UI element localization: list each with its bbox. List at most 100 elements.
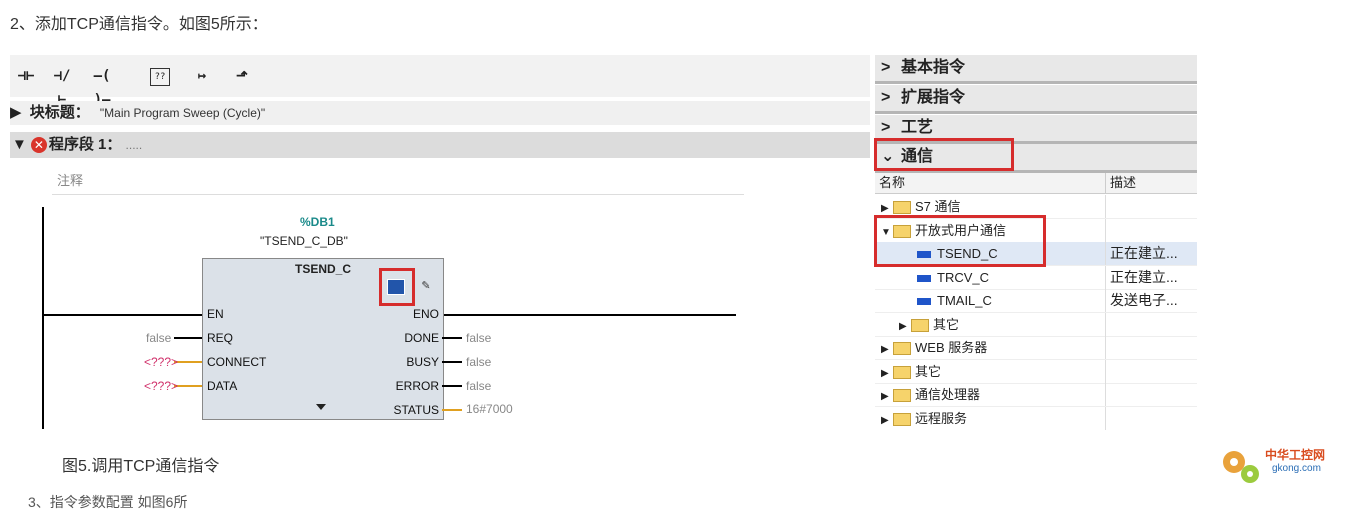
tree-row[interactable]: ▶ S7 通信	[875, 195, 1197, 219]
tree-row[interactable]: ▶ 其它	[875, 312, 1197, 337]
value-data[interactable]: <???>	[144, 379, 179, 393]
pin-status: STATUS	[393, 403, 439, 417]
open-branch-icon[interactable]: ↦	[197, 68, 207, 84]
pin-en: EN	[207, 307, 224, 321]
pin-done: DONE	[404, 331, 439, 345]
block-title-value[interactable]: "Main Program Sweep (Cycle)"	[99, 106, 266, 120]
tree-row-label: 开放式用户通信	[915, 222, 1007, 238]
rung-line-left	[44, 314, 204, 316]
pin-busy: BUSY	[406, 355, 439, 369]
tree-row[interactable]: ▶ WEB 服务器	[875, 336, 1197, 360]
wire-connect	[174, 361, 202, 363]
pin-req: REQ	[207, 331, 234, 345]
folder-icon	[893, 201, 911, 215]
figure-caption: 图5.调用TCP通信指令	[62, 458, 220, 475]
instruction-icon	[917, 251, 931, 259]
tree-row-label: 其它	[933, 316, 960, 332]
tree-row-label: 通信处理器	[915, 387, 981, 402]
wire-req	[174, 337, 202, 339]
wire-data	[174, 385, 202, 387]
value-done[interactable]: false	[466, 331, 492, 345]
expand-arrow-icon[interactable]: ▶	[881, 391, 889, 402]
logo-sub-text: gkong.com	[1272, 463, 1321, 474]
value-connect[interactable]: <???>	[144, 355, 179, 369]
tree-row[interactable]: TMAIL_C 发送电子...	[875, 289, 1197, 313]
highlight-tsend-c	[874, 215, 1046, 267]
tree-row-desc	[1105, 218, 1110, 242]
value-req[interactable]: false	[146, 331, 172, 345]
pin-connect: CONNECT	[207, 355, 267, 369]
wire-error	[442, 385, 462, 387]
list-header: 名称 描述	[875, 173, 1197, 194]
expand-arrow-icon[interactable]: ▶	[881, 203, 889, 214]
tree-row-desc	[1105, 336, 1110, 359]
expand-arrow-icon[interactable]: ▶	[899, 320, 907, 332]
chevron-down-icon: ⌄	[881, 148, 895, 165]
network-title[interactable]: .....	[125, 138, 143, 152]
highlight-communication	[874, 138, 1014, 171]
tree-row-label: 远程服务	[915, 410, 968, 426]
expand-arrow-icon[interactable]: ▶	[881, 414, 889, 426]
pin-data: DATA	[207, 379, 238, 393]
coil-icon[interactable]: –( )–	[93, 68, 111, 108]
diagnostics-icon[interactable]: ✎	[421, 280, 431, 292]
tree-row-desc	[1105, 359, 1110, 383]
folder-icon	[893, 365, 911, 379]
collapse-arrow-icon[interactable]: ▼	[12, 136, 27, 153]
folder-icon	[911, 318, 929, 332]
collapse-arrow-icon[interactable]: ▼	[881, 226, 891, 238]
cut-off-text: 3、指令参数配置 如图6所	[28, 494, 188, 510]
comment-divider	[52, 194, 744, 195]
tree-row-label: TSEND_C	[937, 246, 998, 261]
tree-row-desc	[1105, 406, 1110, 430]
header-name[interactable]: 名称	[879, 175, 906, 190]
block-title-row[interactable]: ▶ 块标题： "Main Program Sweep (Cycle)"	[10, 101, 870, 125]
tree-row[interactable]: ▶ 通信处理器	[875, 383, 1197, 407]
tree-row-label: TMAIL_C	[937, 293, 992, 308]
expand-arrow-icon[interactable]: ▶	[881, 367, 889, 379]
tree-row[interactable]: ▶其它	[875, 359, 1197, 384]
tree-row-desc	[1105, 195, 1110, 218]
network-comment[interactable]: 注释	[57, 173, 84, 188]
value-busy[interactable]: false	[466, 355, 492, 369]
instance-db-symbol[interactable]: "TSEND_C_DB"	[260, 234, 348, 248]
wire-done	[442, 337, 462, 339]
instance-db-name[interactable]: %DB1	[300, 215, 335, 229]
value-status[interactable]: 16#7000	[466, 402, 513, 416]
folder-icon	[893, 342, 911, 356]
block-title-label: 块标题：	[29, 104, 90, 121]
expand-arrow-icon[interactable]: ▶	[10, 104, 22, 121]
block-title: TSEND_C	[294, 262, 351, 276]
block-expand-icon[interactable]	[316, 404, 326, 410]
power-rail	[42, 207, 44, 429]
category-basic[interactable]: >基本指令	[875, 55, 1197, 84]
chevron-right-icon: >	[881, 89, 891, 106]
logo-main-text: 中华工控网	[1265, 448, 1326, 462]
header-desc[interactable]: 描述	[1105, 173, 1136, 193]
nc-contact-icon[interactable]: ⊣/⊢	[53, 68, 71, 108]
instructions-panel: >基本指令 >扩展指令 >工艺 ⌄通信 名称 描述 ▶S7 通信▼开放式用户通信…	[875, 55, 1197, 430]
tree-row[interactable]: ▶ 远程服务	[875, 406, 1197, 430]
value-error[interactable]: false	[466, 379, 492, 393]
ladder-toolbar: ⊣⊢ ⊣/⊢ –( )– ?? ↦ ⬏	[10, 55, 870, 108]
tree-row-desc: 发送电子...	[1105, 289, 1178, 312]
highlight-config-icon	[379, 268, 415, 306]
configuration-icon[interactable]	[387, 279, 405, 295]
tree-row-desc	[1105, 383, 1110, 406]
tree-row-label: WEB 服务器	[915, 340, 988, 355]
tree-row-desc: 正在建立...	[1105, 265, 1178, 289]
network-row[interactable]: ▼✕程序段 1： .....	[10, 132, 870, 158]
folder-icon	[893, 224, 911, 238]
empty-box-icon[interactable]: ??	[150, 68, 170, 86]
folder-icon	[893, 412, 911, 426]
no-contact-icon[interactable]: ⊣⊢	[17, 68, 35, 84]
article-heading: 2、添加TCP通信指令。如图5所示：	[10, 16, 268, 33]
tree-row-label: S7 通信	[915, 199, 961, 214]
network-label: 程序段 1：	[48, 136, 122, 153]
expand-arrow-icon[interactable]: ▶	[881, 344, 889, 355]
category-extended[interactable]: >扩展指令	[875, 85, 1197, 114]
wire-status	[442, 409, 462, 411]
close-branch-icon[interactable]: ⬏	[236, 68, 248, 84]
